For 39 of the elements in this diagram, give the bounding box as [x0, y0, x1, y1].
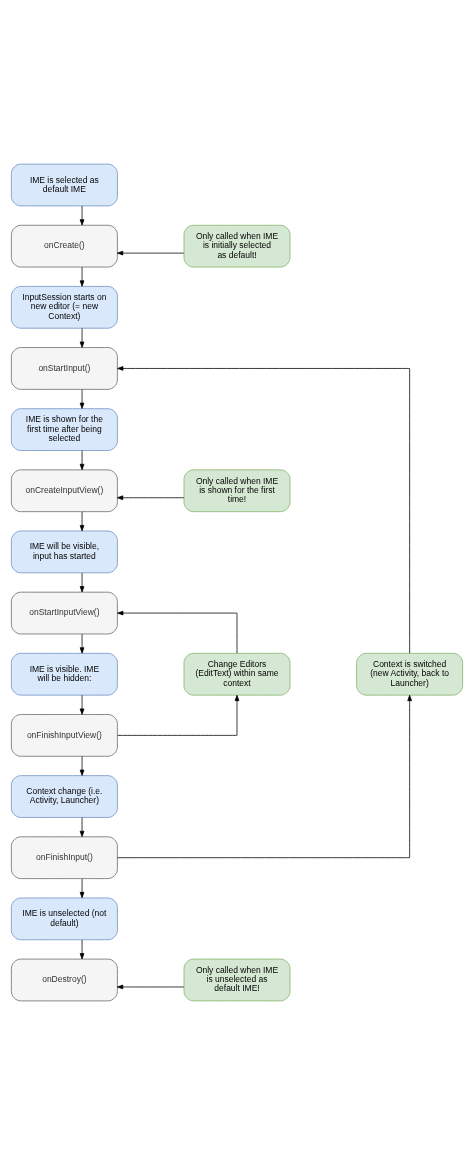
arrow [79, 633, 85, 654]
node-box: Only called when IME is unselected as default IME! [183, 958, 291, 1001]
arrow [79, 388, 85, 409]
node-box: IME will be visible, input has started [10, 530, 118, 573]
arrow [79, 694, 85, 715]
arrow [117, 984, 185, 989]
arrow [117, 610, 238, 654]
arrow [79, 877, 85, 898]
arrow [79, 510, 85, 531]
node-box: IME is shown for the first time after being selected [10, 407, 118, 451]
node-box: onStartInput() [10, 346, 118, 390]
node-box: onFinishInputView() [10, 713, 118, 757]
node-box: IME is unselected (not default) [10, 897, 118, 940]
node-box: onCreateInputView() [10, 469, 118, 512]
node-box: onCreate() [10, 224, 118, 267]
arrow [79, 266, 85, 287]
node-box: IME is visible. IME will be hidden: [10, 652, 118, 695]
arrow [117, 494, 185, 500]
arrow [79, 572, 85, 592]
arrow [117, 694, 240, 736]
arrow [79, 939, 85, 959]
arrow [79, 449, 85, 470]
arrow [79, 755, 85, 776]
node-box: onDestroy() [10, 958, 118, 1001]
node-box: Context change (i.e. Activity, Launcher) [10, 774, 118, 818]
arrow [79, 205, 85, 225]
node-box: Change Editors (EditText) within same context [183, 652, 291, 695]
node-box: InputSession starts on new editor (= new Context) [10, 285, 118, 329]
node-box: Context is switched (new Activity, back to Launcher) [356, 652, 464, 695]
arrow [117, 694, 412, 858]
node-box: onStartInputView() [10, 591, 118, 634]
node-box: onFinishInput() [10, 835, 118, 879]
arrow [117, 365, 410, 654]
arrow [79, 816, 85, 837]
node-box: Only called when IME is shown for the first time! [183, 469, 291, 512]
node-box: Only called when IME is initially selected as default! [183, 224, 291, 267]
arrow [79, 327, 85, 348]
arrow [117, 250, 185, 255]
node-box: IME is selected as default IME [10, 163, 118, 206]
